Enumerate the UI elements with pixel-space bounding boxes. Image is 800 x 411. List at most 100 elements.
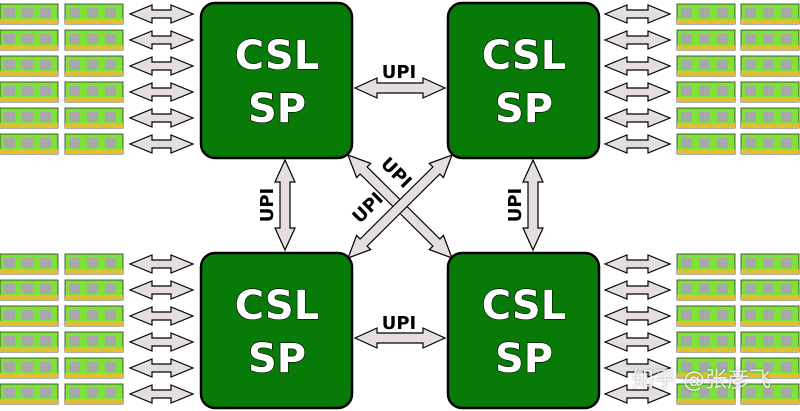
memory-chip <box>40 388 51 398</box>
memory-chip <box>681 310 692 320</box>
upi-label-top: UPI <box>382 62 417 83</box>
upi-label-left: UPI <box>257 188 278 223</box>
memory-chip <box>763 284 774 294</box>
memory-chip <box>22 336 33 346</box>
dimm-module <box>64 133 124 155</box>
memory-chip <box>681 258 692 268</box>
dimm-module <box>64 29 124 51</box>
dimm-module <box>676 29 736 51</box>
dimm-module <box>676 253 736 275</box>
memory-chip <box>105 336 116 346</box>
memory-chip <box>105 138 116 148</box>
memory-chip <box>745 388 756 398</box>
memory-channel-arrow <box>603 384 672 404</box>
memory-chip <box>763 8 774 18</box>
memory-chip <box>681 388 692 398</box>
upi-label-right: UPI <box>505 188 526 223</box>
memory-chip <box>40 284 51 294</box>
memory-chip <box>40 8 51 18</box>
memory-chip <box>717 86 728 96</box>
memory-chip <box>681 8 692 18</box>
memory-chip <box>681 284 692 294</box>
memory-channel-arrow <box>603 4 672 24</box>
memory-chip <box>681 60 692 70</box>
memory-chip <box>763 310 774 320</box>
memory-chip <box>781 388 792 398</box>
memory-chip <box>69 112 80 122</box>
memory-chip <box>40 138 51 148</box>
memory-chip <box>745 60 756 70</box>
memory-chip <box>699 60 710 70</box>
memory-chip <box>69 362 80 372</box>
dimm-module <box>676 133 736 155</box>
memory-chip <box>781 336 792 346</box>
memory-chip <box>745 310 756 320</box>
memory-chip <box>87 258 98 268</box>
memory-chip <box>717 112 728 122</box>
memory-chip <box>87 284 98 294</box>
dimm-module <box>740 55 800 77</box>
dimm-module <box>740 133 800 155</box>
memory-chip <box>717 8 728 18</box>
memory-chip <box>40 362 51 372</box>
memory-channel-arrow <box>128 30 195 50</box>
memory-chip <box>87 60 98 70</box>
dimm-module <box>0 29 59 51</box>
memory-chip <box>4 258 15 268</box>
memory-chip <box>763 138 774 148</box>
memory-chip <box>105 112 116 122</box>
memory-chip <box>4 34 15 44</box>
dimm-module <box>64 331 124 353</box>
memory-chip <box>681 86 692 96</box>
dimm-module <box>740 357 800 379</box>
memory-chip <box>69 258 80 268</box>
memory-chip <box>699 284 710 294</box>
dimm-module <box>0 331 59 353</box>
memory-chip <box>69 388 80 398</box>
dimm-module <box>676 305 736 327</box>
dimm-module <box>676 279 736 301</box>
dimm-module <box>676 55 736 77</box>
memory-chip <box>4 60 15 70</box>
dimm-module <box>0 3 59 25</box>
memory-channel-arrow <box>603 108 672 128</box>
dimm-module <box>740 279 800 301</box>
memory-chip <box>699 138 710 148</box>
memory-chip <box>69 8 80 18</box>
memory-channel-arrow <box>603 358 672 378</box>
dimm-module <box>740 305 800 327</box>
memory-chip <box>22 388 33 398</box>
memory-chip <box>681 34 692 44</box>
memory-chip <box>87 362 98 372</box>
memory-chip <box>4 336 15 346</box>
memory-channel-arrow <box>603 30 672 50</box>
dimm-module <box>64 383 124 405</box>
memory-chip <box>87 86 98 96</box>
memory-chip <box>69 336 80 346</box>
memory-chip <box>745 258 756 268</box>
memory-chip <box>22 284 33 294</box>
dimm-module <box>64 279 124 301</box>
dimm-module <box>740 107 800 129</box>
memory-chip <box>105 34 116 44</box>
memory-chip <box>717 310 728 320</box>
memory-chip <box>69 86 80 96</box>
memory-chip <box>40 258 51 268</box>
memory-chip <box>22 362 33 372</box>
dimm-module <box>0 253 59 275</box>
memory-chip <box>681 112 692 122</box>
memory-chip <box>699 362 710 372</box>
memory-chip <box>681 336 692 346</box>
memory-chip <box>40 34 51 44</box>
memory-chip <box>681 362 692 372</box>
dimm-module <box>0 357 59 379</box>
memory-chip <box>745 8 756 18</box>
memory-chip <box>717 34 728 44</box>
memory-chip <box>87 34 98 44</box>
memory-chip <box>105 310 116 320</box>
memory-chip <box>781 86 792 96</box>
memory-chip <box>781 34 792 44</box>
